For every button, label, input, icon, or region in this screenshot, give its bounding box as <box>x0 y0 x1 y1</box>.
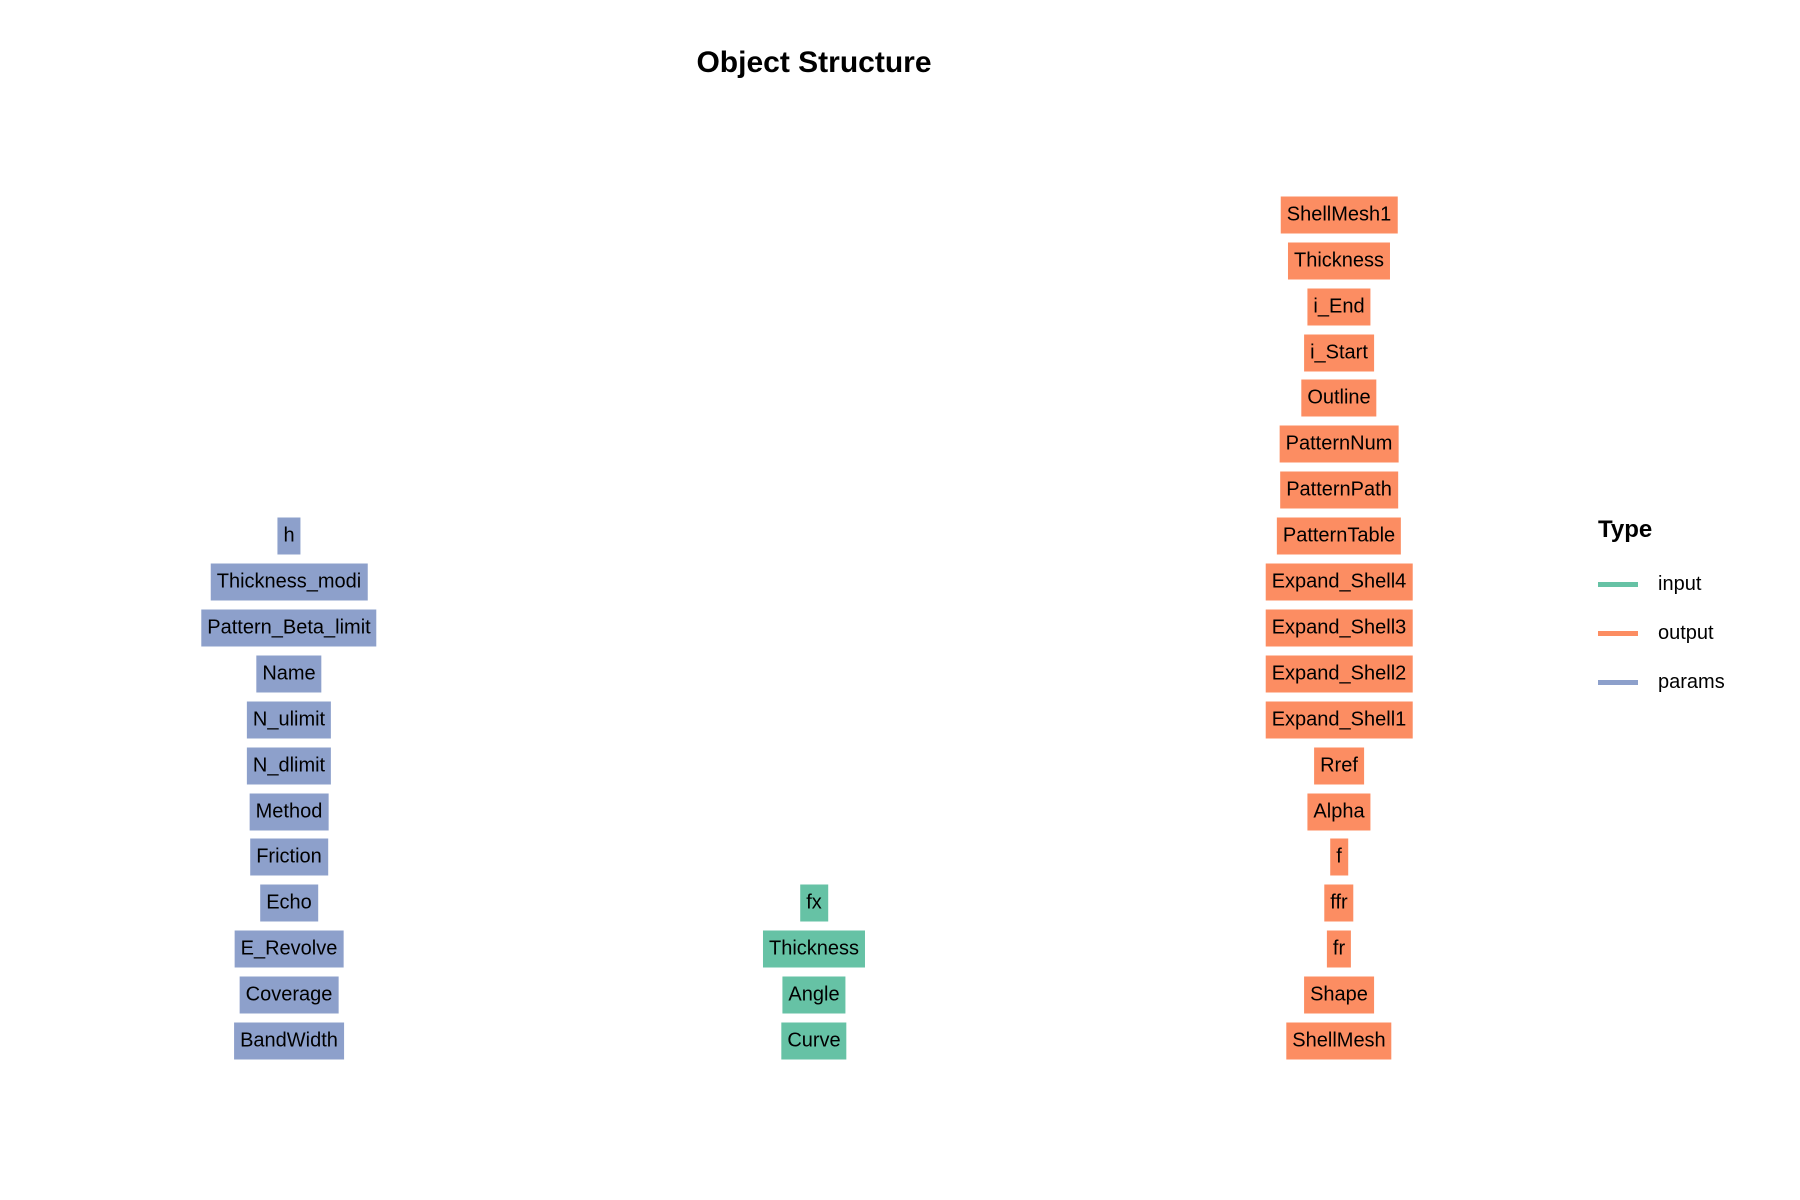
params-node: Friction <box>250 838 328 876</box>
legend-key-output <box>1598 631 1638 636</box>
diagram-title: Object Structure <box>696 46 932 79</box>
output-node: i_Start <box>1304 334 1374 371</box>
params-node: N_ulimit <box>246 701 332 739</box>
output-node: i_End <box>1307 288 1371 326</box>
params-node: E_Revolve <box>234 930 344 968</box>
params-node: Name <box>256 655 322 693</box>
output-node: PatternPath <box>1280 471 1398 509</box>
output-node: Thickness <box>1287 242 1391 280</box>
params-node: BandWidth <box>234 1022 344 1060</box>
params-node: Method <box>249 793 329 830</box>
output-node: Outline <box>1301 379 1377 417</box>
output-node: PatternNum <box>1279 425 1399 463</box>
legend: Type input output params <box>1598 516 1725 707</box>
params-node: Thickness_modi <box>210 563 368 601</box>
output-node: f <box>1330 838 1348 876</box>
legend-label-input: input <box>1658 573 1702 595</box>
output-node: Expand_Shell1 <box>1265 701 1413 739</box>
output-node: ShellMesh1 <box>1280 196 1398 234</box>
output-node: ShellMesh <box>1286 1022 1392 1060</box>
output-node: Expand_Shell4 <box>1265 563 1413 601</box>
legend-item-input: input <box>1598 560 1725 609</box>
legend-title: Type <box>1598 516 1653 543</box>
legend-key-input <box>1598 582 1638 587</box>
legend-label-params: params <box>1658 671 1725 693</box>
output-node: Alpha <box>1307 793 1371 830</box>
input-node: Curve <box>781 1022 847 1060</box>
output-node: Expand_Shell3 <box>1265 609 1413 647</box>
output-node: Rref <box>1314 747 1364 785</box>
output-node: PatternTable <box>1276 517 1402 555</box>
input-node: Thickness <box>762 930 866 968</box>
output-node: fr <box>1326 930 1352 968</box>
legend-item-params: params <box>1598 658 1725 707</box>
input-node: Angle <box>782 976 846 1014</box>
params-node: Coverage <box>239 976 339 1014</box>
output-node: Expand_Shell2 <box>1265 655 1413 693</box>
params-node: Pattern_Beta_limit <box>201 609 377 647</box>
legend-label-output: output <box>1658 622 1714 644</box>
output-node: ffr <box>1324 884 1354 922</box>
legend-item-output: output <box>1598 609 1725 658</box>
legend-key-params <box>1598 680 1638 685</box>
output-node: Shape <box>1304 976 1374 1014</box>
params-node: h <box>277 517 301 555</box>
params-node: Echo <box>260 884 318 922</box>
params-node: N_dlimit <box>246 747 332 785</box>
input-node: fx <box>800 884 828 922</box>
